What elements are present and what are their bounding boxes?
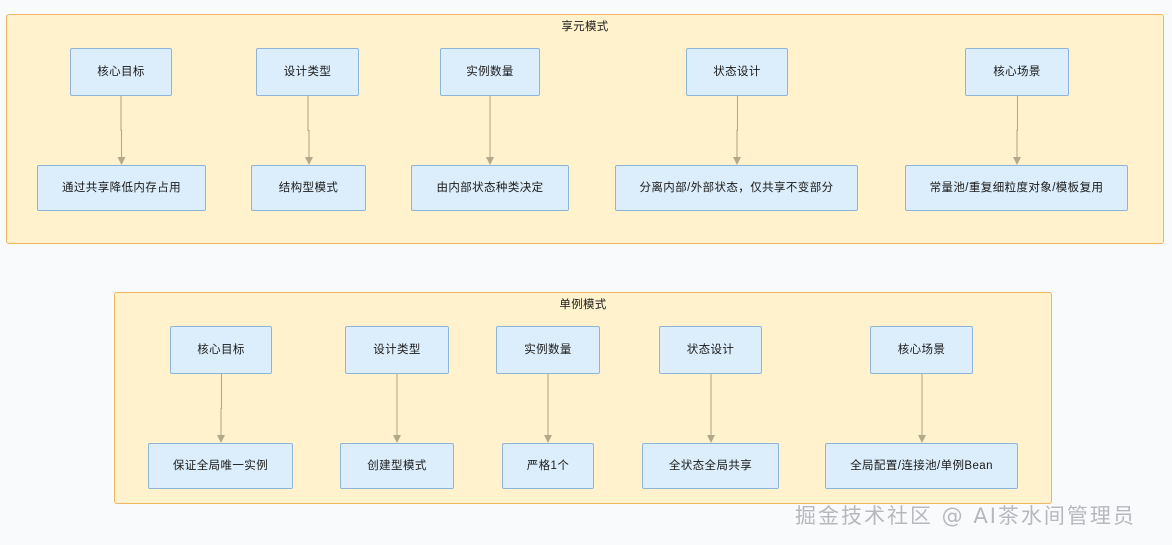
watermark-text: 掘金技术社区 @ AI茶水间管理员 (795, 504, 1136, 528)
flyweight-pattern-group-core-goal-connector-arrow (117, 96, 126, 165)
singleton-pattern-group-instance-count-connector-arrow (544, 374, 552, 443)
singleton-pattern-group-core-goal-header-node[interactable]: 核心目标 (170, 326, 272, 374)
flyweight-pattern-group-core-scene-connector-arrow (1012, 96, 1021, 165)
flyweight-pattern-group-design-type-value-node[interactable]: 结构型模式 (251, 165, 366, 211)
singleton-pattern-group-design-type-connector-arrow (393, 374, 401, 443)
flyweight-pattern-group-instance-count-connector-arrow (486, 96, 494, 165)
flyweight-pattern-group-state-design-value-node[interactable]: 分离内部/外部状态，仅共享不变部分 (615, 165, 858, 211)
singleton-pattern-group-core-goal-value-node[interactable]: 保证全局唯一实例 (148, 443, 293, 489)
singleton-pattern-group-core-scene-header-node[interactable]: 核心场景 (870, 326, 973, 374)
flyweight-pattern-group-title: 享元模式 (561, 21, 609, 33)
flyweight-pattern-group-instance-count-value-node[interactable]: 由内部状态种类决定 (411, 165, 569, 211)
singleton-pattern-group-core-scene-value-node[interactable]: 全局配置/连接池/单例Bean (825, 443, 1018, 489)
flyweight-pattern-group-core-goal-value-node[interactable]: 通过共享降低内存占用 (37, 165, 206, 211)
singleton-pattern-group-design-type-value-node[interactable]: 创建型模式 (340, 443, 454, 489)
flyweight-pattern-group-state-design-connector-arrow (732, 96, 741, 165)
singleton-pattern-group-instance-count-value-node[interactable]: 严格1个 (502, 443, 594, 489)
singleton-pattern-group-core-goal-connector-arrow (216, 374, 225, 443)
flyweight-pattern-group-state-design-header-node[interactable]: 状态设计 (686, 48, 788, 96)
singleton-pattern-group-instance-count-header-node[interactable]: 实例数量 (496, 326, 600, 374)
singleton-pattern-group-state-design-value-node[interactable]: 全状态全局共享 (642, 443, 779, 489)
singleton-pattern-group-state-design-connector-arrow (706, 374, 715, 443)
singleton-pattern-group-design-type-header-node[interactable]: 设计类型 (345, 326, 449, 374)
flyweight-pattern-group-instance-count-header-node[interactable]: 实例数量 (440, 48, 540, 96)
singleton-pattern-group-state-design-header-node[interactable]: 状态设计 (659, 326, 762, 374)
flyweight-pattern-group-design-type-header-node[interactable]: 设计类型 (256, 48, 359, 96)
flyweight-pattern-group-core-goal-header-node[interactable]: 核心目标 (70, 48, 172, 96)
singleton-pattern-group-title: 单例模式 (559, 299, 607, 311)
flyweight-pattern-group-design-type-connector-arrow (304, 96, 313, 165)
singleton-pattern-group-core-scene-connector-arrow (917, 374, 926, 443)
flyweight-pattern-group-core-scene-value-node[interactable]: 常量池/重复细粒度对象/模板复用 (905, 165, 1128, 211)
flyweight-pattern-group-core-scene-header-node[interactable]: 核心场景 (965, 48, 1069, 96)
